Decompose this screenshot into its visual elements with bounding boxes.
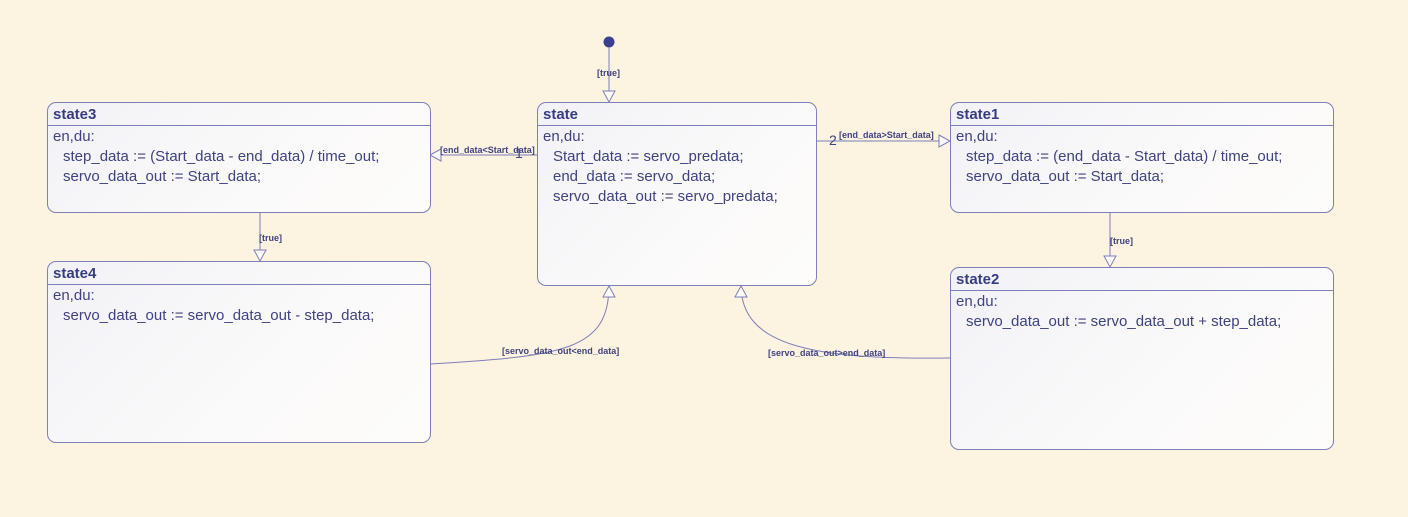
transition-state-to-state1-priority: 2 bbox=[829, 132, 837, 148]
state-title: state4 bbox=[48, 262, 430, 285]
default-transition-dot bbox=[603, 36, 615, 48]
transition-state4-to-state-label: [servo_data_out<end_data] bbox=[502, 346, 619, 356]
transition-state4-to-state-arrow bbox=[602, 284, 616, 298]
transition-state1-to-state2-arrow bbox=[1103, 255, 1117, 269]
state-box-state[interactable]: state en,du: Start_data := servo_predata… bbox=[537, 102, 817, 286]
state-title: state3 bbox=[48, 103, 430, 126]
state-box-state2[interactable]: state2 en,du: servo_data_out := servo_da… bbox=[950, 267, 1334, 450]
action-line: step_data := (end_data - Start_data) / t… bbox=[966, 148, 1283, 165]
transition-state3-to-state4-arrow bbox=[253, 249, 267, 263]
transition-state-to-state1-label: [end_data>Start_data] bbox=[839, 130, 934, 140]
action-label: en,du: bbox=[956, 128, 998, 145]
state-box-state4[interactable]: state4 en,du: servo_data_out := servo_da… bbox=[47, 261, 431, 443]
action-line: step_data := (Start_data - end_data) / t… bbox=[63, 148, 380, 165]
action-label: en,du: bbox=[53, 287, 95, 304]
state-title: state bbox=[538, 103, 816, 126]
state-box-state3[interactable]: state3 en,du: step_data := (Start_data -… bbox=[47, 102, 431, 213]
action-line: servo_data_out := servo_predata; bbox=[553, 188, 778, 205]
action-line: servo_data_out := servo_data_out + step_… bbox=[966, 313, 1282, 330]
action-line: end_data := servo_data; bbox=[553, 168, 716, 185]
state-actions: en,du: step_data := (end_data - Start_da… bbox=[951, 126, 1333, 187]
state-actions: en,du: servo_data_out := servo_data_out … bbox=[951, 291, 1333, 332]
transition-state2-to-state-line[interactable] bbox=[740, 284, 951, 359]
transition-state-to-state3-label: [end_data<Start_data] bbox=[440, 145, 535, 155]
default-transition-arrow bbox=[602, 90, 616, 104]
transition-state4-to-state-line[interactable] bbox=[429, 284, 610, 365]
action-line: servo_data_out := Start_data; bbox=[966, 168, 1165, 185]
transition-state1-to-state2-label: [true] bbox=[1110, 236, 1133, 246]
action-label: en,du: bbox=[53, 128, 95, 145]
action-line: servo_data_out := Start_data; bbox=[63, 168, 262, 185]
default-transition-label: [true] bbox=[597, 68, 620, 78]
transition-state-to-state1-arrow bbox=[938, 134, 952, 148]
state-actions: en,du: step_data := (Start_data - end_da… bbox=[48, 126, 430, 187]
state-title: state1 bbox=[951, 103, 1333, 126]
action-line: servo_data_out := servo_data_out - step_… bbox=[63, 307, 375, 324]
state-actions: en,du: Start_data := servo_predata; end_… bbox=[538, 126, 816, 207]
state-box-state1[interactable]: state1 en,du: step_data := (end_data - S… bbox=[950, 102, 1334, 213]
transition-state3-to-state4-label: [true] bbox=[259, 233, 282, 243]
action-label: en,du: bbox=[956, 293, 998, 310]
transition-state-to-state3-priority: 1 bbox=[515, 145, 523, 161]
action-line: Start_data := servo_predata; bbox=[553, 148, 744, 165]
state-title: state2 bbox=[951, 268, 1333, 291]
action-label: en,du: bbox=[543, 128, 585, 145]
transition-state2-to-state-label: [servo_data_out>end_data] bbox=[768, 348, 885, 358]
transition-state-to-state3-arrow bbox=[428, 148, 442, 162]
transition-state2-to-state-arrow bbox=[734, 284, 748, 298]
state-actions: en,du: servo_data_out := servo_data_out … bbox=[48, 285, 430, 326]
